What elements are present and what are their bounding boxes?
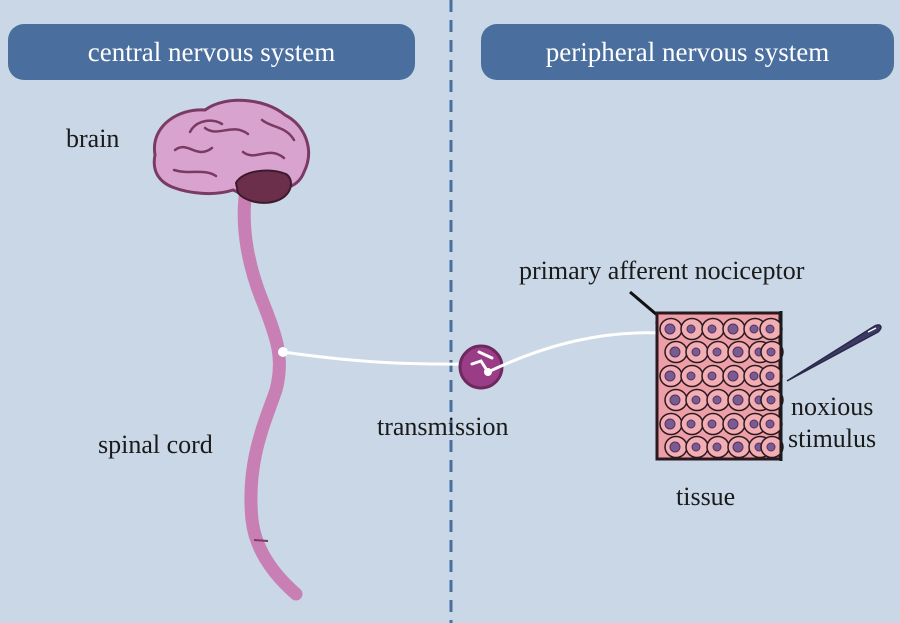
cell-nucleus [691, 395, 701, 405]
cell-nucleus [691, 442, 701, 452]
cell-nucleus [669, 394, 681, 406]
cell-nucleus [732, 394, 744, 406]
cell-nucleus [707, 324, 717, 334]
brain-illustration [152, 98, 310, 204]
cell-nucleus [712, 442, 722, 452]
stimulus-label: stimulus [788, 424, 877, 453]
peripheral-nervous-system-header: peripheral nervous system [481, 24, 894, 80]
peripheral-nerve-fiber [487, 331, 677, 374]
spinal-cord-label: spinal cord [98, 430, 213, 459]
tissue-block [655, 311, 784, 461]
cell-nucleus [727, 323, 739, 335]
cell-nucleus [686, 419, 696, 429]
cell-nucleus [669, 441, 681, 453]
cell-nucleus [669, 346, 681, 358]
brain-label: brain [66, 124, 120, 153]
cell-nucleus [686, 324, 696, 334]
synapse-dot [278, 347, 288, 357]
cell-nucleus [664, 323, 676, 335]
cell-nucleus [766, 347, 776, 357]
cell-nucleus [727, 418, 739, 430]
tissue-label: tissue [676, 482, 736, 511]
cell-nucleus [664, 418, 676, 430]
cell-nucleus [712, 347, 722, 357]
cell-nucleus [727, 370, 739, 382]
cell-nucleus [707, 371, 717, 381]
primary-afferent-nociceptor-label: primary afferent nociceptor [519, 256, 805, 285]
cell-nucleus [707, 419, 717, 429]
noxious-label: noxious [791, 392, 874, 421]
cell-nucleus [732, 441, 744, 453]
cell-nucleus [712, 395, 722, 405]
central-nerve-fiber [282, 350, 471, 366]
cell-nucleus [732, 346, 744, 358]
cell-nucleus [749, 371, 759, 381]
cell-nucleus [686, 371, 696, 381]
needle-icon [786, 324, 882, 382]
transmission-label: transmission [377, 412, 509, 441]
cell-nucleus [765, 371, 775, 381]
central-nervous-system-header: central nervous system [8, 24, 415, 80]
cell-nucleus [765, 419, 775, 429]
cell-nucleus [766, 395, 776, 405]
cell-nucleus [664, 370, 676, 382]
cell-nucleus [691, 347, 701, 357]
spinal-cord-tick [253, 539, 269, 542]
cell-nucleus [766, 442, 776, 452]
spinal-cord-shape [237, 183, 303, 601]
cell-nucleus [765, 324, 775, 334]
cell-nucleus [749, 419, 759, 429]
dorsal-root-ganglion [458, 344, 504, 390]
cell-nucleus [749, 324, 759, 334]
